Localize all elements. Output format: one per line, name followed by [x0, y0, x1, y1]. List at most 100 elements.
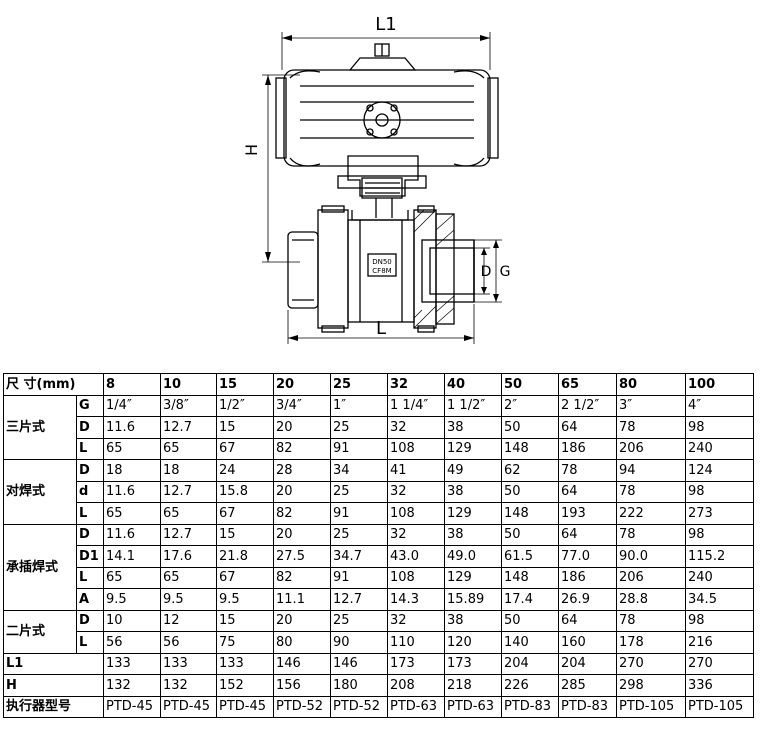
- row-label-cell: G: [75, 394, 105, 417]
- value-cell: PTD-45: [216, 695, 275, 718]
- value-cell: 11.6: [103, 523, 162, 546]
- value-cell: 132: [160, 674, 218, 697]
- value-cell: 94: [616, 459, 687, 482]
- row-label-cell: 执行器型号: [2, 695, 105, 718]
- value-cell: 98: [685, 480, 755, 503]
- size-header-cell: 15: [216, 373, 275, 396]
- actuator-body: [283, 69, 491, 167]
- row-label-cell: L: [75, 502, 105, 525]
- value-cell: 82: [273, 502, 332, 525]
- value-cell: 146: [273, 652, 332, 675]
- value-cell: 25: [330, 416, 389, 439]
- value-cell: PTD-45: [160, 695, 218, 718]
- value-cell: 108: [387, 566, 446, 589]
- value-cell: 49.0: [444, 545, 503, 568]
- value-cell: 25: [330, 523, 389, 546]
- value-cell: 28.8: [616, 588, 687, 611]
- value-cell: 148: [501, 566, 560, 589]
- row-label-cell: L: [75, 566, 105, 589]
- value-cell: 64: [558, 480, 618, 503]
- value-cell: 1/2″: [216, 394, 275, 417]
- value-cell: 3″: [616, 394, 687, 417]
- value-cell: 18: [103, 459, 162, 482]
- label-h: H: [242, 144, 261, 156]
- value-cell: 156: [273, 674, 332, 697]
- value-cell: 64: [558, 523, 618, 546]
- row-label-cell: A: [75, 588, 105, 611]
- value-cell: 32: [387, 416, 446, 439]
- value-cell: 12.7: [160, 416, 218, 439]
- value-cell: 65: [160, 566, 218, 589]
- size-header-cell: 100: [685, 373, 755, 396]
- value-cell: 133: [103, 652, 162, 675]
- value-cell: 78: [616, 480, 687, 503]
- value-cell: 34: [330, 459, 389, 482]
- value-cell: 12.7: [160, 523, 218, 546]
- value-cell: 186: [558, 566, 618, 589]
- value-cell: 78: [616, 416, 687, 439]
- value-cell: 270: [616, 652, 687, 675]
- value-cell: 91: [330, 502, 389, 525]
- value-cell: 65: [160, 437, 218, 460]
- value-cell: 204: [501, 652, 560, 675]
- value-cell: 14.1: [103, 545, 162, 568]
- value-cell: 270: [685, 652, 755, 675]
- value-cell: 38: [444, 609, 503, 632]
- value-cell: 148: [501, 437, 560, 460]
- value-cell: 38: [444, 480, 503, 503]
- value-cell: 82: [273, 437, 332, 460]
- value-cell: 11.6: [103, 416, 162, 439]
- value-cell: PTD-105: [616, 695, 687, 718]
- value-cell: 173: [387, 652, 446, 675]
- value-cell: 65: [103, 502, 162, 525]
- value-cell: 56: [103, 631, 162, 654]
- value-cell: 34.7: [330, 545, 389, 568]
- value-cell: 32: [387, 609, 446, 632]
- value-cell: 124: [685, 459, 755, 482]
- value-cell: 26.9: [558, 588, 618, 611]
- value-cell: 56: [160, 631, 218, 654]
- value-cell: 240: [685, 566, 755, 589]
- value-cell: 12.7: [160, 480, 218, 503]
- row-label-cell: L1: [2, 652, 105, 675]
- value-cell: 67: [216, 437, 275, 460]
- value-cell: 204: [558, 652, 618, 675]
- value-cell: 82: [273, 566, 332, 589]
- value-cell: 160: [558, 631, 618, 654]
- size-header-cell: 40: [444, 373, 503, 396]
- value-cell: 218: [444, 674, 503, 697]
- value-cell: 78: [616, 523, 687, 546]
- row-label-cell: L: [75, 437, 105, 460]
- value-cell: 11.6: [103, 480, 162, 503]
- value-cell: 20: [273, 480, 332, 503]
- value-cell: 34.5: [685, 588, 755, 611]
- value-cell: PTD-52: [273, 695, 332, 718]
- value-cell: 129: [444, 437, 503, 460]
- value-cell: 2″: [501, 394, 560, 417]
- value-cell: PTD-83: [501, 695, 560, 718]
- value-cell: 25: [330, 480, 389, 503]
- value-cell: 273: [685, 502, 755, 525]
- value-cell: 129: [444, 566, 503, 589]
- value-cell: 50: [501, 416, 560, 439]
- value-cell: 64: [558, 416, 618, 439]
- value-cell: 27.5: [273, 545, 332, 568]
- label-l: L: [376, 318, 386, 339]
- value-cell: 50: [501, 480, 560, 503]
- value-cell: 41: [387, 459, 446, 482]
- row-label-cell: D: [75, 459, 105, 482]
- row-label-cell: H: [2, 674, 105, 697]
- value-cell: PTD-63: [387, 695, 446, 718]
- value-cell: PTD-105: [685, 695, 755, 718]
- value-cell: 49: [444, 459, 503, 482]
- row-label-cell: d: [75, 480, 105, 503]
- value-cell: 336: [685, 674, 755, 697]
